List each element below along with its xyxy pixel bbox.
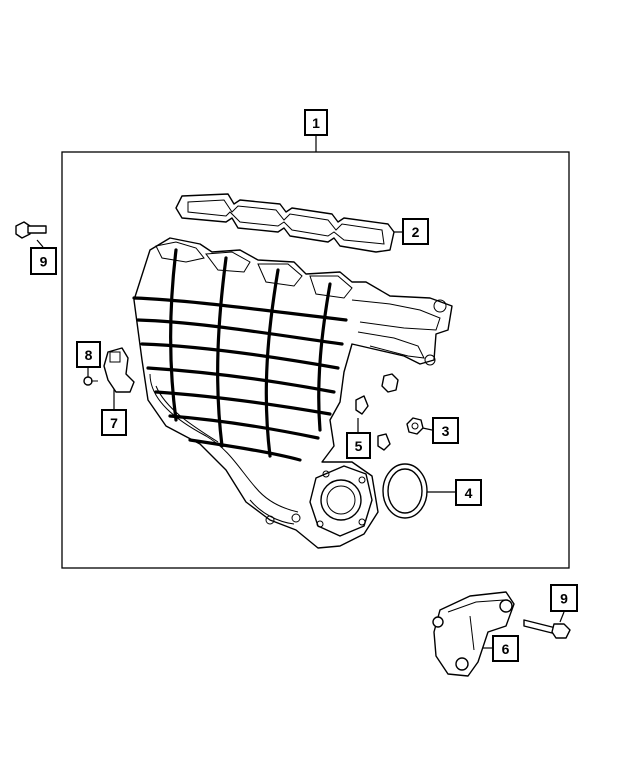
retaining-clips [355, 395, 391, 451]
bolt-left [15, 221, 47, 239]
callout-6-label: 6 [502, 641, 510, 657]
callout-7: 7 [101, 409, 127, 436]
intake-manifold [132, 237, 453, 549]
callout-9-left-label: 9 [40, 254, 48, 270]
support-bracket [432, 591, 515, 677]
callout-8: 8 [76, 341, 101, 368]
clip [381, 373, 399, 393]
callout-6: 6 [492, 635, 519, 662]
callout-5-label: 5 [355, 438, 363, 454]
callout-5: 5 [346, 432, 371, 459]
bolt-right [523, 619, 571, 639]
callout-2-label: 2 [412, 224, 420, 240]
callout-9-right-label: 9 [560, 591, 568, 607]
callout-9-right: 9 [550, 584, 578, 612]
callout-3: 3 [432, 417, 459, 444]
callout-2: 2 [402, 218, 429, 245]
callout-1: 1 [304, 109, 328, 136]
sensor [103, 347, 135, 393]
callout-8-label: 8 [85, 347, 93, 363]
callout-3-label: 3 [442, 423, 450, 439]
callout-4: 4 [455, 479, 482, 506]
callout-9-left: 9 [30, 247, 57, 275]
callout-4-label: 4 [465, 485, 473, 501]
screw [83, 376, 98, 386]
callout-1-label: 1 [312, 115, 320, 131]
nut [406, 417, 424, 435]
callout-7-label: 7 [110, 415, 118, 431]
o-ring-seal [382, 463, 428, 519]
intake-gasket [175, 193, 395, 253]
